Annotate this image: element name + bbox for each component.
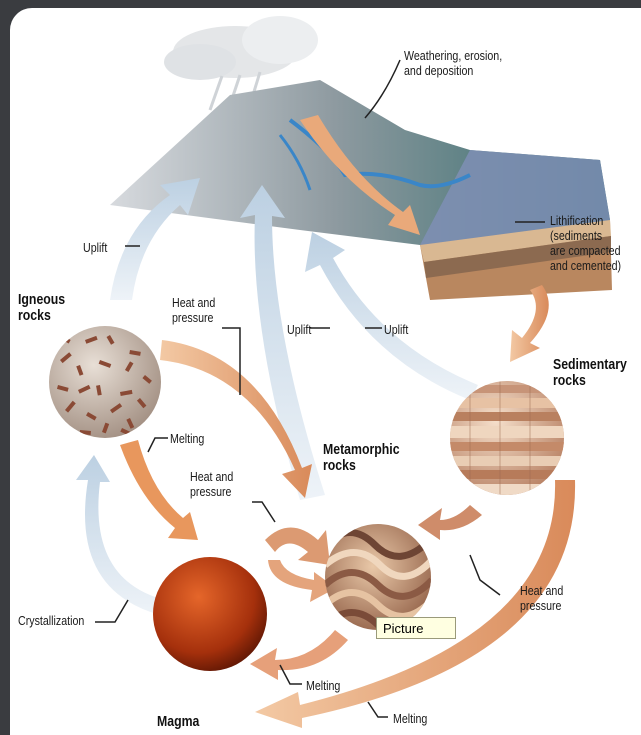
label-heat-pressure-3: Heat and pressure (520, 583, 563, 613)
label-melting-3: Melting (393, 711, 427, 726)
label-crystallization: Crystallization (18, 613, 84, 628)
arrow-heat-pressure-meta (265, 528, 336, 603)
label-heat-pressure-2: Heat and pressure (190, 469, 233, 499)
label-melting-2: Melting (306, 678, 340, 693)
label-lithification: Lithification (sediments are compacted a… (550, 213, 621, 273)
arrow-melting-meta (250, 630, 348, 680)
label-metamorphic-rocks: Metamorphic rocks (323, 442, 400, 474)
label-melting-1: Melting (170, 431, 204, 446)
label-sedimentary-rocks: Sedimentary rocks (553, 357, 627, 389)
label-weathering: Weathering, erosion, and deposition (404, 48, 502, 78)
label-uplift-left: Uplift (83, 240, 107, 255)
arrow-lithification (510, 285, 549, 362)
label-igneous-rocks: Igneous rocks (18, 292, 65, 324)
magma-sphere (153, 557, 267, 671)
igneous-rock-sphere (49, 326, 161, 438)
arrow-melting-igneous (120, 440, 198, 540)
label-magma: Magma (157, 714, 199, 730)
label-uplift-middle: Uplift (287, 322, 311, 337)
label-uplift-right: Uplift (384, 322, 408, 337)
picture-tooltip: Picture (376, 617, 456, 639)
label-heat-pressure-1: Heat and pressure (172, 295, 215, 325)
arrow-heat-pressure-sed (418, 505, 482, 540)
